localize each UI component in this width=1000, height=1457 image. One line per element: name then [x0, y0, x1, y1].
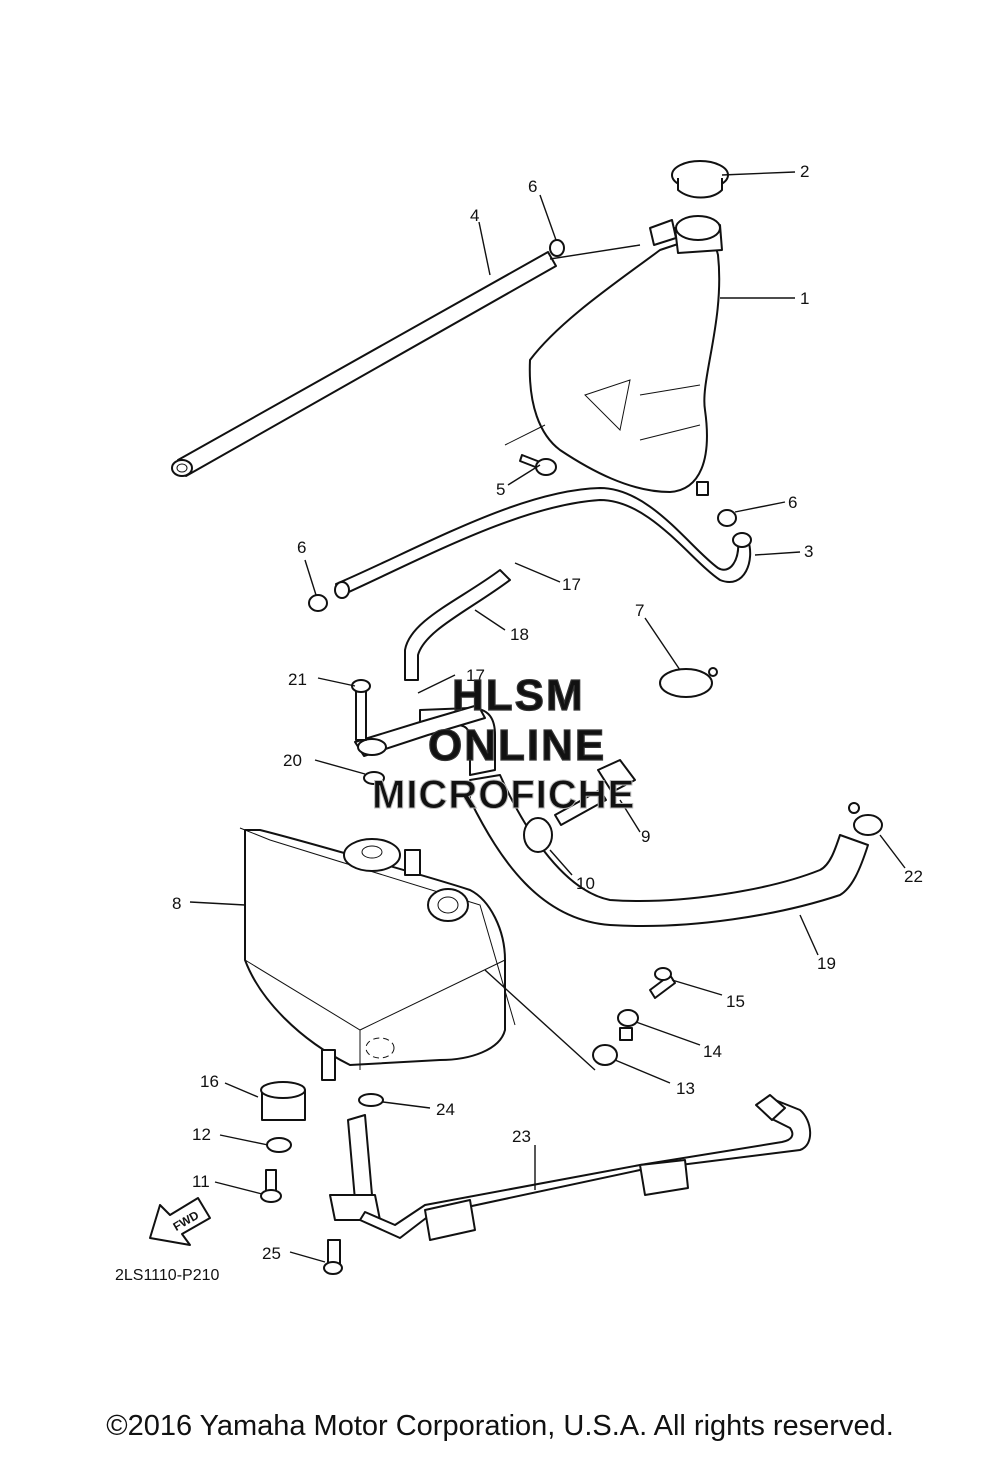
callout-2: 2 — [800, 162, 809, 181]
leader-lines — [189, 171, 906, 1263]
callout-6-left: 6 — [297, 538, 306, 557]
watermark-line-3: MICROFICHE — [372, 773, 635, 817]
callout-19: 19 — [817, 954, 836, 973]
callout-17-mid: 17 — [466, 666, 485, 685]
part-13-15-grommet-bolt — [484, 967, 676, 1071]
callout-15: 15 — [726, 992, 745, 1011]
callout-22: 22 — [904, 867, 923, 886]
part-6-clips — [308, 239, 737, 612]
part-8-tank — [239, 827, 516, 1081]
callout-12: 12 — [192, 1125, 211, 1144]
part-20-21-bracket — [351, 679, 486, 785]
part-4-hose — [171, 244, 641, 477]
callout-8: 8 — [172, 894, 181, 913]
part-5-bolt — [519, 454, 557, 476]
part-18-hose — [404, 569, 511, 681]
callout-24: 24 — [436, 1100, 455, 1119]
part-2-cap — [671, 160, 729, 199]
callout-21: 21 — [288, 670, 307, 689]
watermark: HLSM ONLINE MICROFICHE — [372, 670, 635, 817]
part-7-clamp — [659, 667, 718, 698]
callout-numbers: 1 2 3 4 5 6 6 6 7 8 9 10 11 12 13 14 15 … — [172, 162, 923, 1263]
watermark-line-1: HLSM — [452, 671, 585, 720]
fwd-arrow-icon: FWD — [149, 1197, 211, 1246]
part-10-oring — [523, 817, 553, 853]
copyright-notice: ©2016 Yamaha Motor Corporation, U.S.A. A… — [106, 1410, 894, 1442]
callout-18: 18 — [510, 625, 529, 644]
callout-4: 4 — [470, 206, 479, 225]
callout-16: 16 — [200, 1072, 219, 1091]
part-1-reservoir — [504, 215, 723, 496]
callout-5: 5 — [496, 480, 505, 499]
callout-9: 9 — [641, 827, 650, 846]
callout-11: 11 — [192, 1172, 210, 1191]
callout-10: 10 — [576, 874, 595, 893]
callout-6-top: 6 — [528, 177, 537, 196]
watermark-line-2: ONLINE — [428, 721, 606, 770]
callout-1: 1 — [800, 289, 809, 308]
callout-6-right: 6 — [788, 493, 797, 512]
callout-7: 7 — [635, 601, 644, 620]
callout-14: 14 — [703, 1042, 722, 1061]
callout-17-right: 17 — [562, 575, 581, 594]
callout-3: 3 — [804, 542, 813, 561]
callout-23: 23 — [512, 1127, 531, 1146]
part-3-hose — [334, 487, 752, 599]
part-22-clip — [848, 802, 883, 836]
diagram-code: 2LS1110-P210 — [115, 1267, 219, 1284]
callout-20: 20 — [283, 751, 302, 770]
callout-25: 25 — [262, 1244, 281, 1263]
part-9-plug — [554, 759, 636, 826]
callout-13: 13 — [676, 1079, 695, 1098]
part-23-24-25 — [323, 1093, 812, 1275]
part-16-12-11 — [260, 1081, 306, 1203]
